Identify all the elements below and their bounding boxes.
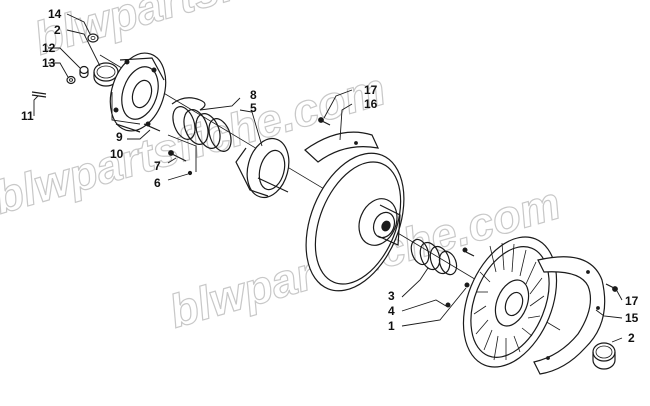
part-6-dot [187,170,193,176]
part-12-bushing [79,65,89,79]
part-15-cover-plate [533,256,606,375]
part-9-pin [143,123,161,132]
part-fixed-sheave [305,152,405,292]
part-8-spring [172,106,232,152]
callout-14: 14 [48,7,62,21]
part-17-screw-right [605,283,618,292]
part-14-washer [87,33,99,43]
callout-1: 1 [388,319,395,333]
callout-10: 10 [110,147,124,161]
callout-6: 6 [154,176,161,190]
callout-4: 4 [388,304,395,318]
callout-12: 12 [42,41,56,55]
callout-15: 15 [625,311,639,325]
callout-2: 2 [54,23,61,37]
callout-17: 17 [625,294,639,308]
callout-5: 5 [250,101,257,115]
part-stud [462,247,475,257]
part-5-cam [235,137,290,199]
callout-3: 3 [388,289,395,303]
part-cover-plate [109,52,167,133]
callout-16: 16 [364,97,378,111]
part-13-nut [66,75,76,85]
part-movable-sheave [445,236,558,368]
callout-labels: 14 2 12 13 11 9 10 8 5 7 6 17 16 3 4 1 1… [21,7,639,345]
part-3-spring [410,238,458,276]
part-spring-clip [171,97,206,111]
part-2-bushing-bottom [592,342,616,370]
callout-9: 9 [116,130,123,144]
leader-lines [33,13,623,343]
part-16-washer-plate [304,131,380,163]
callout-13: 13 [42,56,56,70]
part-17-screw-top [318,117,331,126]
callout-7: 7 [154,159,161,173]
callout-8: 8 [250,88,257,102]
part-11-pin [31,91,47,98]
callout-11: 11 [21,109,34,123]
callout-2: 2 [628,331,635,345]
part-7-screw [168,150,187,162]
callout-17: 17 [364,83,378,97]
